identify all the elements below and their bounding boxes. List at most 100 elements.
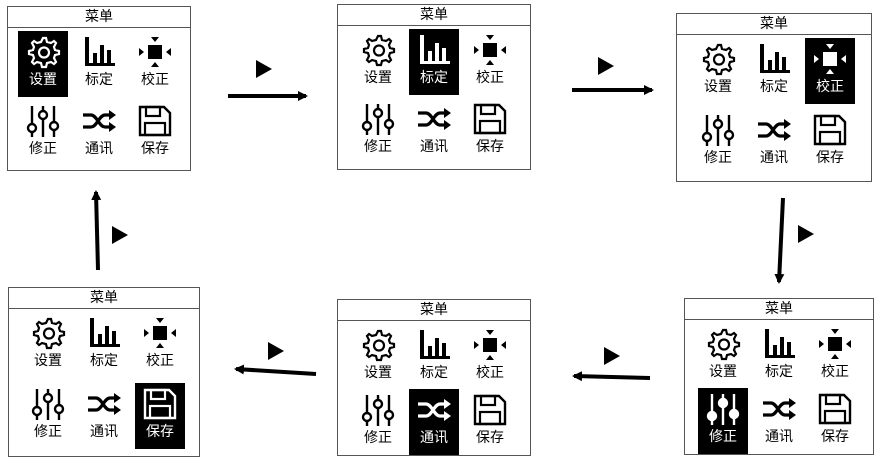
menu-item-bar-chart[interactable]: 标定 [754, 323, 804, 389]
menu-item-shuffle[interactable]: 通讯 [79, 383, 129, 449]
menu-item-label: 标定 [85, 72, 113, 88]
menu-item-label: 设置 [364, 365, 392, 381]
shuffle-icon [409, 393, 459, 427]
menu-screen-5: 菜单 设置 标定 校正修正 通讯 保存 [337, 299, 531, 456]
menu-item-gear[interactable]: 设置 [18, 31, 68, 97]
menu-item-label: 修正 [704, 150, 732, 166]
menu-item-label: 保存 [146, 424, 174, 440]
menu-screen-6: 菜单 设置标定 校正修正通讯 保存 [8, 287, 200, 457]
menu-screen-3: 菜单 设置标定校正修正 通讯保存 [676, 13, 872, 182]
menu-item-label: 通讯 [420, 139, 448, 155]
menu-title: 菜单 [677, 14, 871, 35]
menu-item-gear[interactable]: 设置 [23, 312, 73, 378]
menu-item-sliders[interactable]: 修正 [23, 383, 73, 449]
gear-icon [23, 316, 73, 350]
bar-chart-icon [754, 327, 804, 361]
menu-item-floppy-save[interactable]: 保存 [805, 109, 855, 175]
arrow-6-to-1 [91, 190, 128, 271]
shuffle-icon [754, 392, 804, 426]
floppy-save-icon [465, 102, 515, 136]
menu-item-shuffle[interactable]: 通讯 [749, 109, 799, 175]
menu-item-shuffle[interactable]: 通讯 [74, 100, 124, 166]
menu-item-gear[interactable]: 设置 [353, 29, 403, 95]
gear-icon [693, 42, 743, 76]
menu-item-sliders[interactable]: 修正 [698, 388, 748, 454]
menu-item-label: 保存 [476, 430, 504, 446]
gear-icon [18, 35, 68, 69]
menu-item-gear[interactable]: 设置 [353, 324, 403, 390]
menu-item-sliders[interactable]: 修正 [18, 100, 68, 166]
sliders-icon [693, 113, 743, 147]
sliders-icon [353, 102, 403, 136]
arrow-1-to-2 [228, 60, 308, 101]
menu-item-label: 校正 [476, 365, 504, 381]
arrow-3-to-4 [774, 197, 814, 284]
menu-item-calibrate[interactable]: 校正 [135, 312, 185, 378]
menu-item-floppy-save[interactable]: 保存 [810, 388, 860, 454]
menu-item-label: 保存 [141, 141, 169, 157]
menu-item-label: 修正 [29, 141, 57, 157]
calibrate-icon [805, 42, 855, 76]
menu-item-shuffle[interactable]: 通讯 [409, 98, 459, 164]
sliders-icon [353, 393, 403, 427]
menu-item-calibrate[interactable]: 校正 [465, 324, 515, 390]
menu-item-label: 通讯 [765, 429, 793, 445]
menu-title: 菜单 [338, 5, 530, 26]
menu-item-sliders[interactable]: 修正 [353, 389, 403, 455]
menu-item-calibrate[interactable]: 校正 [130, 31, 180, 97]
sliders-icon [698, 392, 748, 426]
menu-item-floppy-save[interactable]: 保存 [465, 98, 515, 164]
calibrate-icon [135, 316, 185, 350]
menu-item-label: 设置 [29, 72, 57, 88]
menu-item-calibrate[interactable]: 校正 [810, 323, 860, 389]
arrow-4-to-5 [572, 347, 651, 382]
shuffle-icon [74, 104, 124, 138]
menu-item-calibrate[interactable]: 校正 [465, 29, 515, 95]
menu-item-label: 修正 [364, 139, 392, 155]
menu-item-bar-chart[interactable]: 标定 [74, 31, 124, 97]
floppy-save-icon [805, 113, 855, 147]
menu-item-floppy-save[interactable]: 保存 [130, 100, 180, 166]
menu-title: 菜单 [9, 288, 199, 309]
menu-title: 菜单 [685, 299, 873, 320]
arrow-2-to-3 [572, 57, 654, 95]
calibrate-icon [465, 328, 515, 362]
menu-item-bar-chart[interactable]: 标定 [749, 38, 799, 104]
calibrate-icon [130, 35, 180, 69]
gear-icon [353, 328, 403, 362]
menu-item-label: 修正 [364, 430, 392, 446]
shuffle-icon [749, 113, 799, 147]
menu-title: 菜单 [338, 300, 530, 321]
menu-item-label: 保存 [816, 150, 844, 166]
menu-item-gear[interactable]: 设置 [693, 38, 743, 104]
menu-item-label: 标定 [765, 364, 793, 380]
calibrate-icon [465, 33, 515, 67]
menu-item-floppy-save[interactable]: 保存 [465, 389, 515, 455]
menu-item-bar-chart[interactable]: 标定 [409, 29, 459, 95]
menu-item-shuffle[interactable]: 通讯 [754, 388, 804, 454]
menu-item-sliders[interactable]: 修正 [693, 109, 743, 175]
menu-item-label: 通讯 [90, 424, 118, 440]
menu-item-sliders[interactable]: 修正 [353, 98, 403, 164]
menu-screen-1: 菜单 设置 标定 校正修正 通讯 保存 [7, 6, 191, 171]
bar-chart-icon [409, 33, 459, 67]
menu-item-gear[interactable]: 设置 [698, 323, 748, 389]
menu-title: 菜单 [8, 7, 190, 28]
menu-item-label: 标定 [420, 70, 448, 86]
menu-item-bar-chart[interactable]: 标定 [409, 324, 459, 390]
menu-screen-4: 菜单 设置标定 校正修正通讯 保存 [684, 298, 874, 455]
menu-item-bar-chart[interactable]: 标定 [79, 312, 129, 378]
shuffle-icon [409, 102, 459, 136]
floppy-save-icon [810, 392, 860, 426]
gear-icon [698, 327, 748, 361]
menu-item-label: 标定 [420, 365, 448, 381]
floppy-save-icon [130, 104, 180, 138]
menu-item-floppy-save[interactable]: 保存 [135, 383, 185, 449]
menu-item-label: 标定 [90, 353, 118, 369]
menu-item-label: 校正 [141, 72, 169, 88]
menu-item-shuffle[interactable]: 通讯 [409, 389, 459, 455]
menu-item-calibrate[interactable]: 校正 [805, 38, 855, 104]
menu-item-label: 通讯 [420, 430, 448, 446]
menu-item-label: 通讯 [85, 141, 113, 157]
menu-item-label: 校正 [816, 79, 844, 95]
